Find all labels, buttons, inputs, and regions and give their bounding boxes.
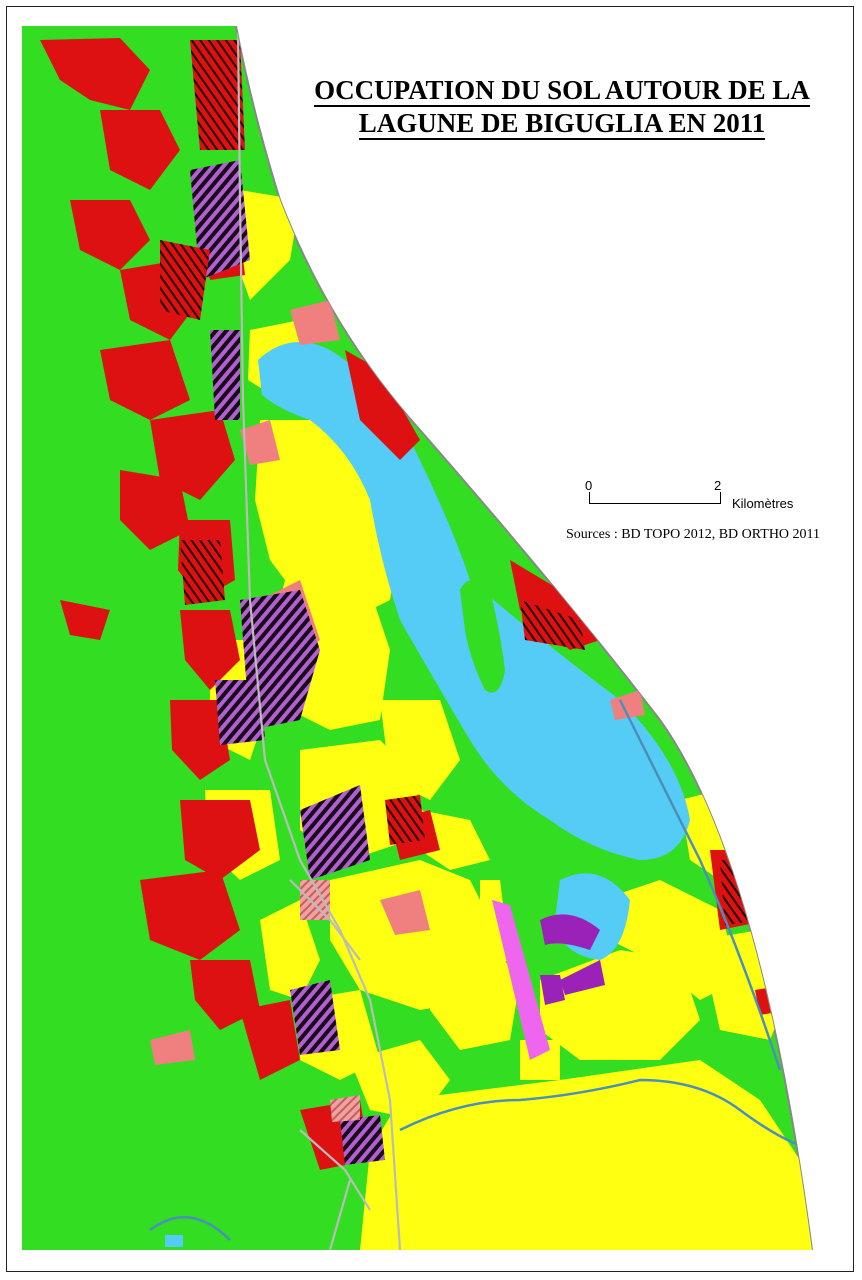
airport-buildings <box>540 914 605 1005</box>
sources-text: Sources : BD TOPO 2012, BD ORTHO 2011 <box>566 527 821 542</box>
scale-end-label: 2 <box>714 478 722 493</box>
map-title-line1: OCCUPATION DU SOL AUTOUR DE LA <box>314 75 810 107</box>
scale-unit-label: Kilomètres <box>732 496 794 511</box>
scale-bar-line <box>589 492 721 504</box>
road-network <box>236 29 402 1250</box>
river-network <box>149 699 812 1241</box>
industrial-zones <box>160 40 765 1165</box>
airport-runway <box>492 900 550 1060</box>
lagoon-island <box>460 580 505 693</box>
scale-bar: 0 2 Kilomètres <box>580 478 840 518</box>
map-title: OCCUPATION DU SOL AUTOUR DE LA LAGUNE DE… <box>262 74 862 140</box>
pond <box>165 1235 183 1247</box>
scale-start-label: 0 <box>585 478 593 493</box>
map-title-line2: LAGUNE DE BIGUGLIA EN 2011 <box>358 108 766 140</box>
